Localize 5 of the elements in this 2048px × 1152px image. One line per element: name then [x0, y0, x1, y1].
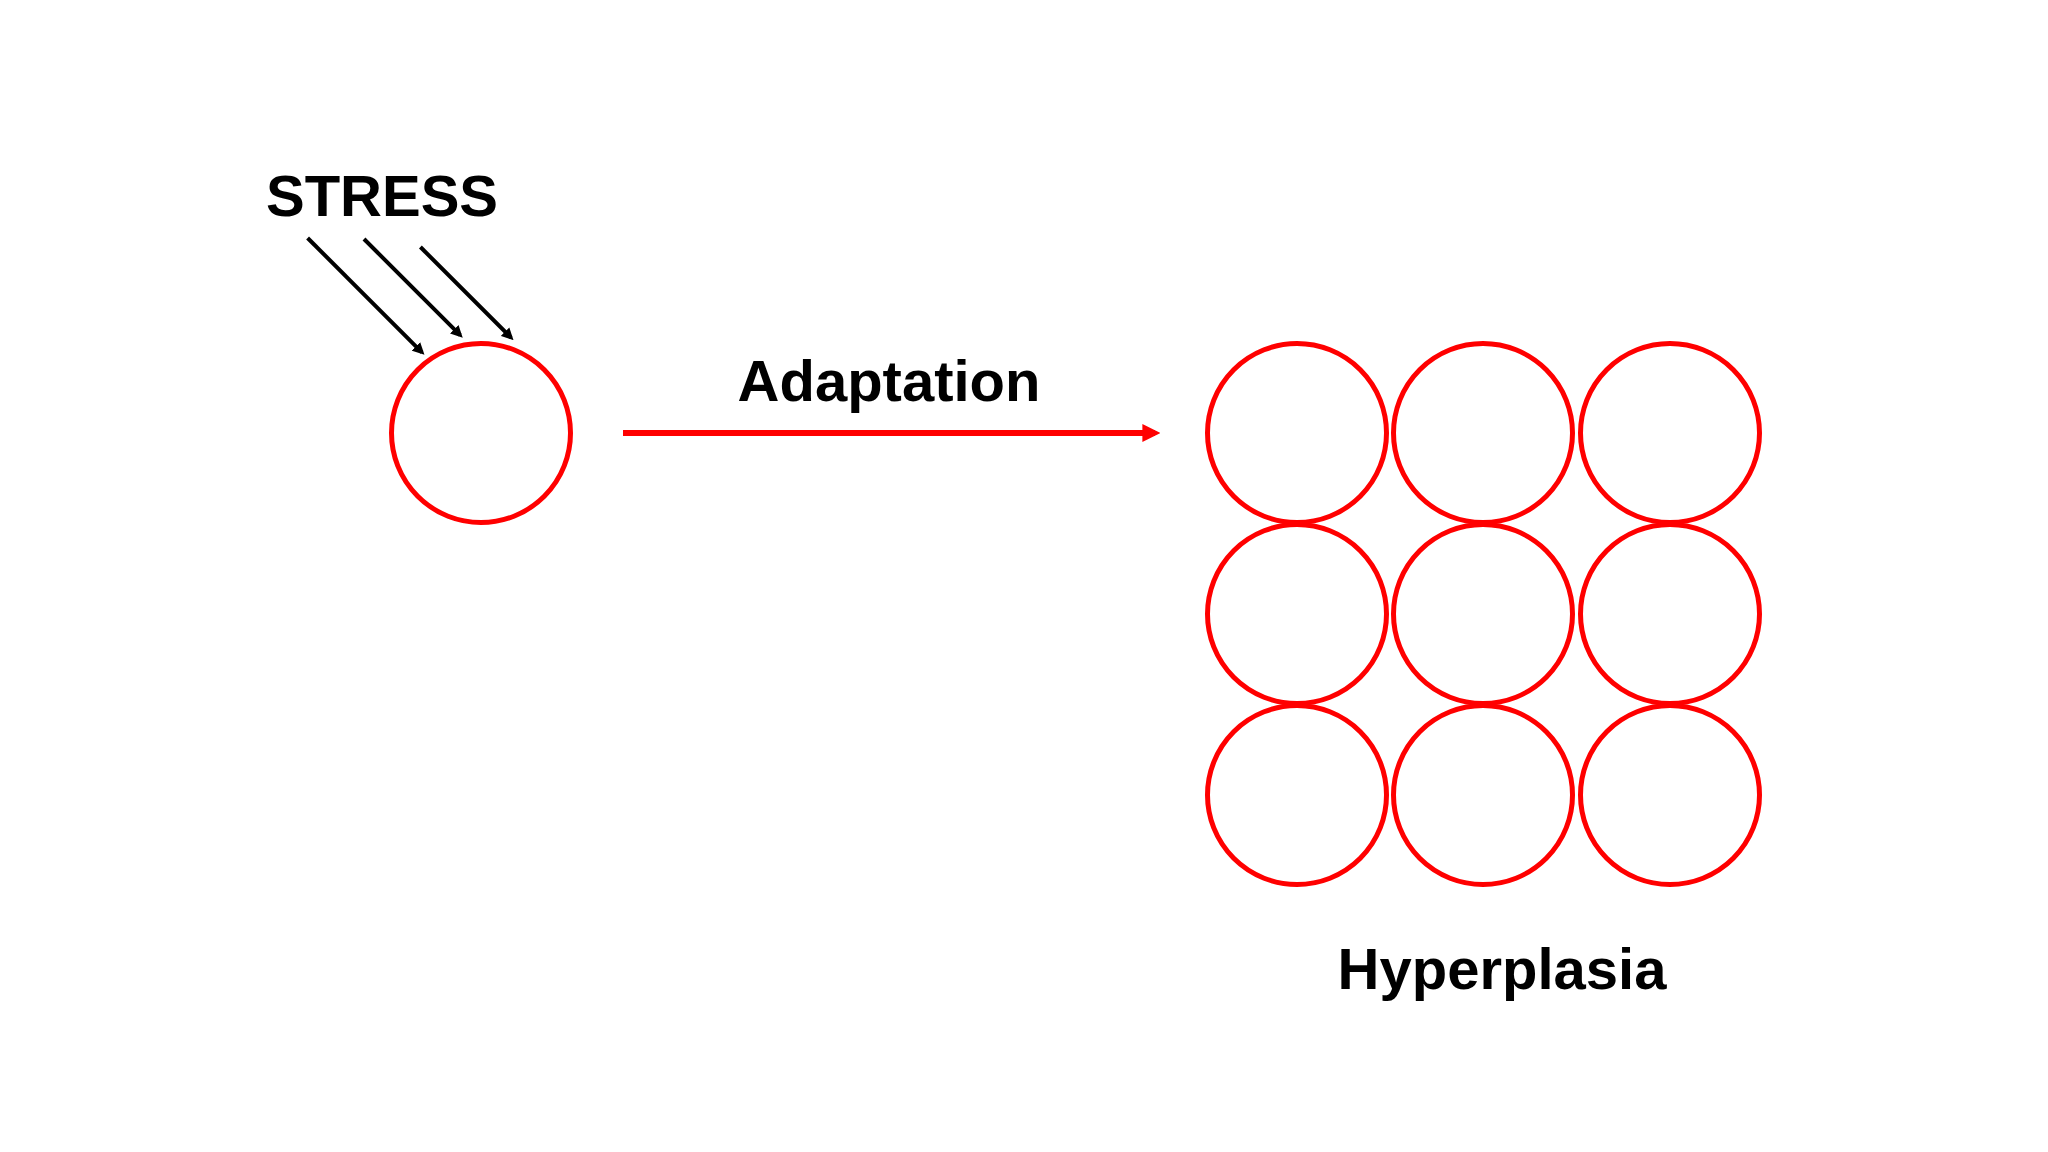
- arrow: [623, 424, 1161, 442]
- stress-text: STRESS: [262, 167, 502, 225]
- arrow: [306, 236, 425, 355]
- arrow: [362, 237, 463, 338]
- arrow: [419, 245, 514, 341]
